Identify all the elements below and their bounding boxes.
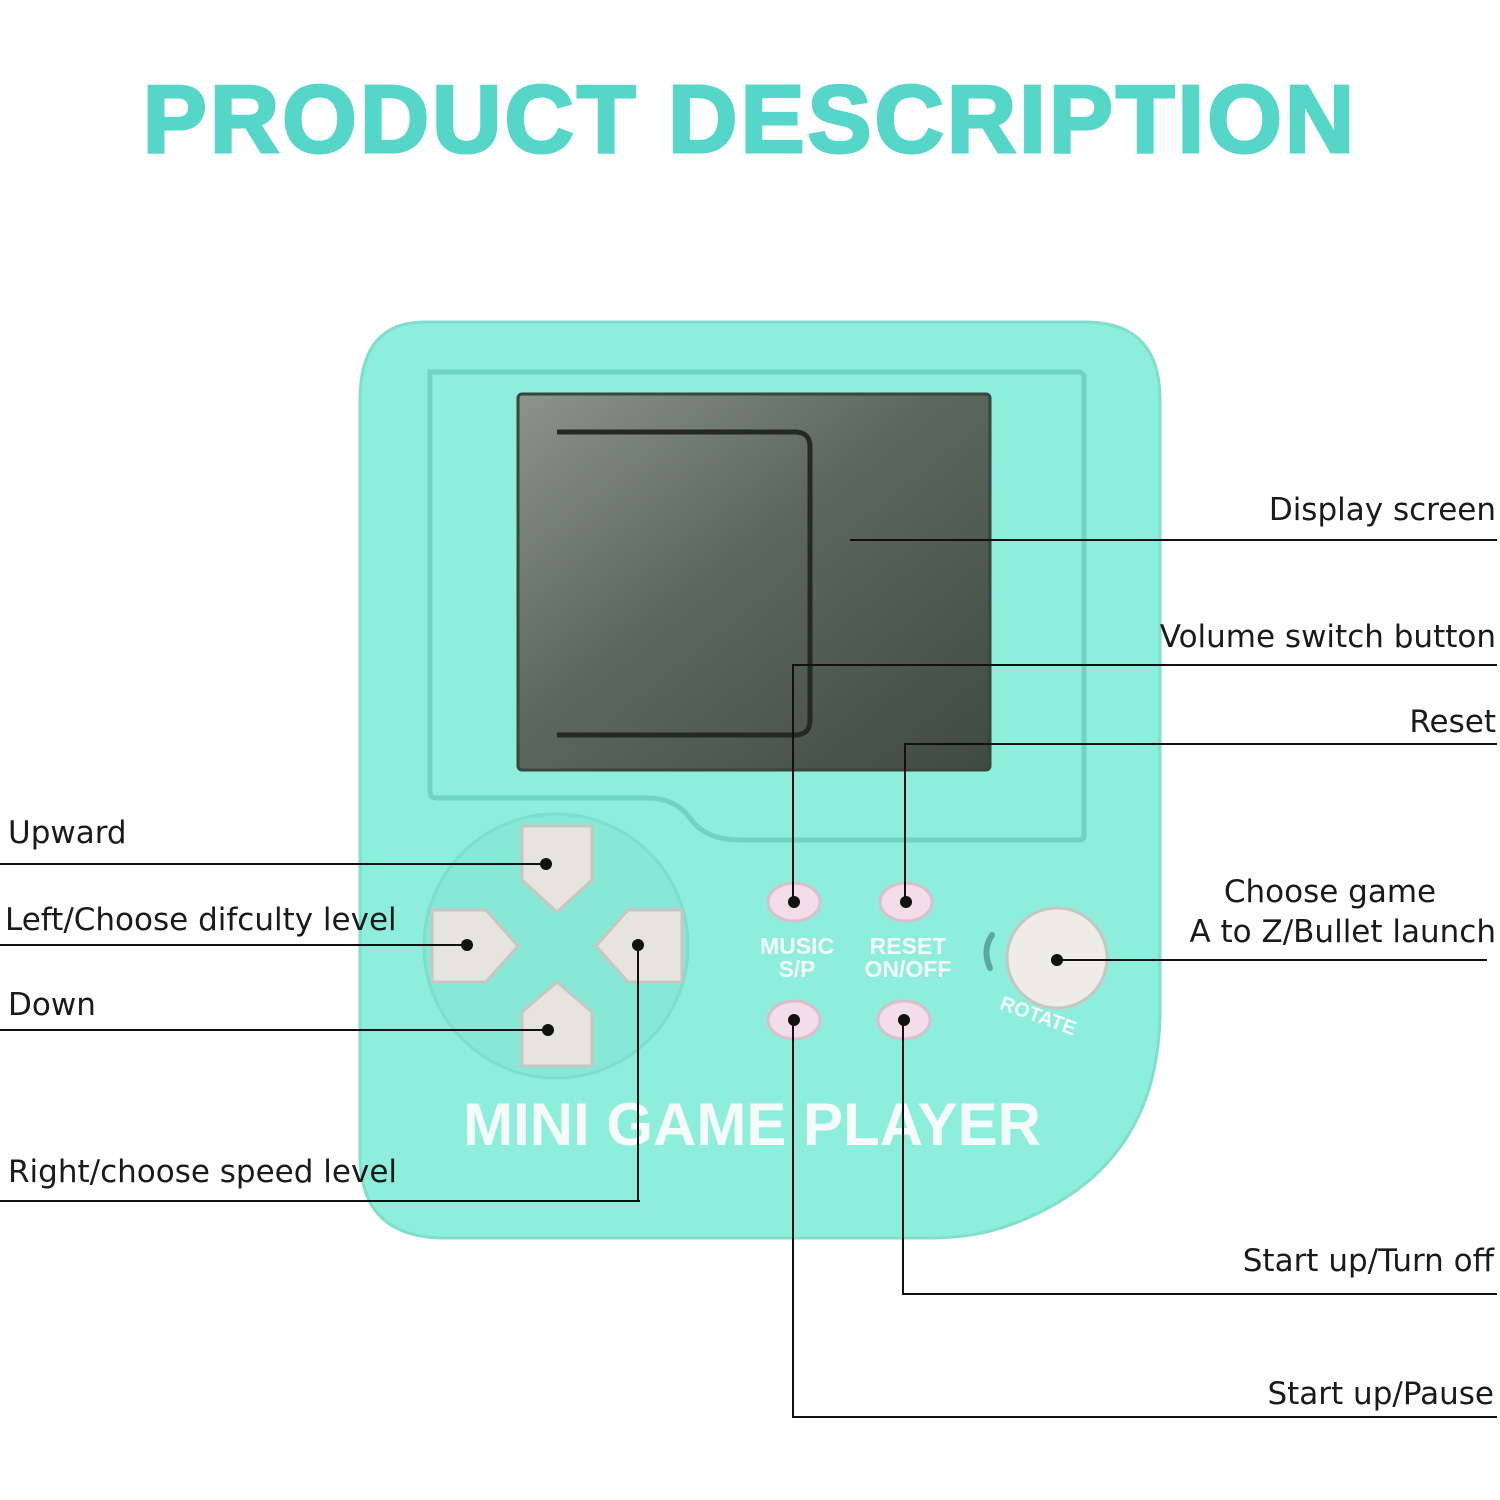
callout-volume-switch: Volume switch button	[1159, 619, 1496, 655]
rotate-arrow-icon	[983, 932, 995, 971]
leader-volume-switch-h	[792, 664, 1497, 666]
callout-right: Right/choose speed level	[8, 1154, 397, 1190]
callout-left: Left/Choose difculty level	[5, 902, 397, 938]
leader-choose-game-dot	[1051, 954, 1063, 966]
leader-upward-dot	[540, 858, 552, 870]
leader-start-pause-v	[792, 1020, 794, 1418]
callout-start-pause: Start up/Pause	[1267, 1376, 1494, 1412]
leader-right-h	[0, 1200, 640, 1202]
leader-start-turn-off-v	[902, 1020, 904, 1295]
leader-volume-switch-v	[792, 664, 794, 902]
leader-right-dot	[632, 939, 644, 951]
page-title: PRODUCT DESCRIPTION	[141, 66, 1358, 173]
reset-label-1: RESET	[870, 933, 947, 959]
leader-down-dot	[542, 1024, 554, 1036]
brand-text: MINI GAME PLAYER	[463, 1091, 1041, 1158]
leader-start-pause-dot	[788, 1014, 800, 1026]
leader-display-screen	[850, 539, 1497, 541]
leader-start-turn-off-h	[902, 1293, 1497, 1295]
leader-reset-h	[904, 743, 1497, 745]
leader-reset-v	[904, 743, 906, 902]
callout-reset: Reset	[1409, 704, 1496, 740]
leader-down	[0, 1029, 548, 1031]
callout-down: Down	[8, 987, 96, 1023]
leader-upward	[0, 863, 546, 865]
reset-label-2: ON/OFF	[865, 956, 952, 982]
leader-reset-dot	[900, 896, 912, 908]
callout-display-screen: Display screen	[1268, 492, 1496, 528]
callout-choose-game-1: Choose game	[1223, 874, 1437, 910]
leader-volume-switch-dot	[788, 896, 800, 908]
dpad-up-button	[520, 824, 594, 914]
leader-start-pause-h	[792, 1416, 1497, 1418]
callout-start-turn-off: Start up/Turn off	[1242, 1243, 1494, 1279]
screen-glare	[557, 429, 813, 738]
callout-upward: Upward	[8, 815, 127, 851]
dpad-left-button	[430, 908, 520, 984]
screen-bezel	[427, 369, 1087, 843]
dpad-down-button	[520, 980, 594, 1068]
callout-choose-game-2: A to Z/Bullet launch	[1189, 914, 1496, 950]
music-label-1: MUSIC	[760, 933, 834, 959]
music-label-2: S/P	[778, 956, 815, 982]
leader-left	[0, 944, 467, 946]
leader-left-dot	[461, 939, 473, 951]
dpad-ring	[422, 812, 690, 1080]
leader-choose-game	[1057, 959, 1487, 961]
leader-right-v	[637, 944, 639, 1202]
display-screen	[516, 392, 992, 772]
leader-start-turn-off-dot	[898, 1014, 910, 1026]
